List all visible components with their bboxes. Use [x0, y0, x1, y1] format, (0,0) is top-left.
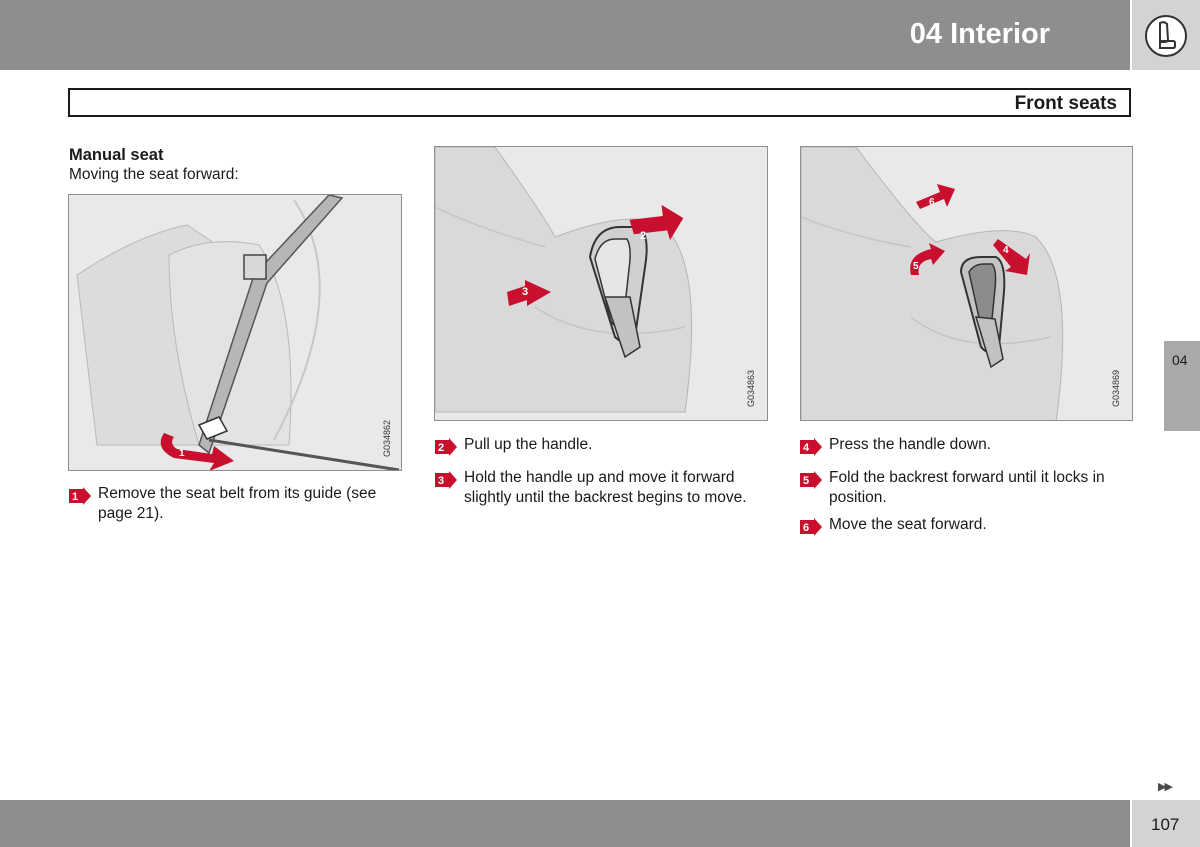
callout-6: 6	[929, 197, 935, 208]
backrest-fold-illustration: 6 5 4	[801, 147, 1064, 420]
step-text: Remove the seat belt from its guide (see…	[98, 485, 377, 522]
step-text: Hold the handle up and move it forward s…	[464, 469, 747, 506]
figure-fold-backrest: 6 5 4 G034869	[800, 146, 1133, 421]
step-marker-icon: 4	[800, 438, 822, 456]
svg-text:5: 5	[803, 475, 809, 487]
step-marker-icon: 6	[800, 518, 822, 536]
callout-4: 4	[1003, 245, 1009, 256]
chapter-header-bar: 04 Interior	[0, 0, 1130, 70]
callout-5: 5	[913, 261, 919, 272]
figure-pull-handle: 2 3 G034863	[434, 146, 768, 421]
svg-text:2: 2	[438, 442, 444, 454]
step-marker-icon: 2	[435, 438, 457, 456]
handle-pull-illustration: 2 3	[435, 147, 693, 413]
svg-text:1: 1	[72, 491, 78, 503]
seat-belt-illustration: 1	[76, 195, 400, 470]
step-marker-icon: 1	[69, 487, 91, 505]
figure-seat-belt-guide: 1 G034862	[68, 194, 402, 471]
chapter-side-tab[interactable]: 04	[1164, 341, 1200, 431]
step-marker-icon: 3	[435, 471, 457, 489]
step-text: Pull up the handle.	[464, 436, 593, 453]
step-text: Move the seat forward.	[829, 516, 987, 533]
page-number: 107	[1151, 815, 1180, 834]
seat-icon	[1145, 15, 1187, 57]
section-title: Front seats	[1014, 93, 1117, 114]
step-text: Fold the backrest forward until it locks…	[829, 469, 1105, 506]
svg-text:6: 6	[803, 522, 809, 534]
chapter-icon-box	[1132, 0, 1200, 70]
svg-text:3: 3	[438, 475, 444, 487]
subheading: Manual seat	[69, 146, 164, 164]
figure-code: G034862	[382, 419, 392, 457]
page-number-box: 107	[1132, 800, 1200, 847]
intro-text: Moving the seat forward:	[69, 166, 239, 183]
svg-text:4: 4	[803, 442, 810, 454]
step-marker-icon: 5	[800, 471, 822, 489]
double-arrow-right-icon: ▶▶	[1158, 781, 1173, 793]
side-tab-label: 04	[1172, 352, 1188, 368]
callout-3: 3	[522, 286, 528, 298]
figure-code: G034863	[746, 369, 756, 407]
callout-2: 2	[640, 230, 646, 242]
step-text: Press the handle down.	[829, 436, 991, 453]
section-header-box: Front seats	[68, 88, 1131, 117]
footer-bar	[0, 800, 1130, 847]
figure-code: G034869	[1111, 369, 1121, 407]
chapter-title: 04 Interior	[909, 18, 1050, 50]
callout-1: 1	[179, 448, 185, 459]
